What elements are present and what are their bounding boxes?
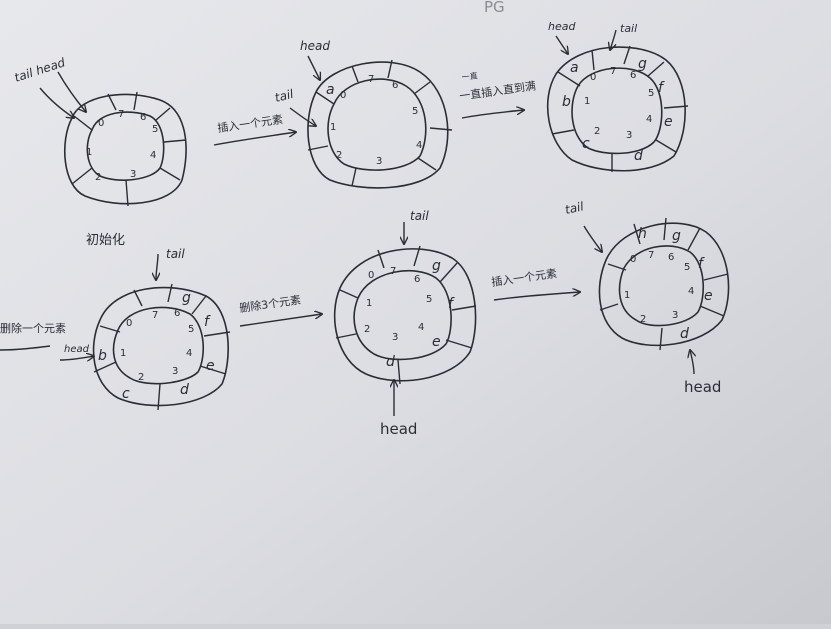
ring-5-index-5: 5: [426, 294, 432, 305]
ring-3-index-7: 7: [610, 66, 616, 77]
ring-4-element-g: g: [182, 290, 191, 306]
ring-6-element-e: e: [704, 288, 713, 304]
ring-6-index-0: 0: [630, 254, 636, 265]
ring-5-element-e: e: [432, 334, 441, 350]
ring-2-index-1: 1: [330, 122, 336, 133]
ring-5-index-3: 3: [392, 332, 398, 343]
ring-3-element-b: b: [562, 94, 571, 110]
ring-6-element-d: d: [680, 326, 689, 342]
ring-4-index-5: 5: [188, 324, 194, 335]
ring-3-element-e: e: [664, 114, 673, 130]
ring-4-index-4: 4: [186, 348, 192, 359]
ring-1-index-0: 0: [98, 118, 104, 129]
ring-3-tail-label: tail: [620, 22, 637, 35]
ring-6-index-3: 3: [672, 310, 678, 321]
ring-4-element-e: e: [206, 358, 215, 374]
ring-4-head-label: head: [64, 344, 90, 355]
ring-5-index-4: 4: [418, 322, 424, 333]
ring-6-element-h: h: [638, 226, 647, 242]
ring-6-index-1: 1: [624, 290, 630, 301]
ring-5-head-label: head: [380, 420, 417, 438]
ring-4-element-d: d: [180, 382, 189, 398]
ring-4-index-6: 6: [174, 308, 180, 319]
ring-1-index-5: 5: [152, 124, 158, 135]
ring-3-element-g: g: [638, 56, 647, 72]
ring-2-index-5: 5: [412, 106, 418, 117]
ring-2-index-2: 2: [336, 150, 342, 161]
ring-4-index-0: 0: [126, 318, 132, 329]
ring-6-element-g: g: [672, 228, 681, 244]
note-init: 初始化: [86, 233, 125, 248]
ring-5-index-0: 0: [368, 270, 374, 281]
ring-5-index-2: 2: [364, 324, 370, 335]
ring-4-index-1: 1: [120, 348, 126, 359]
ring-1-index-6: 6: [140, 112, 146, 123]
ring-3-index-5: 5: [648, 88, 654, 99]
ring-4-element-c: c: [122, 386, 130, 402]
ring-3-element-a: a: [570, 60, 579, 76]
ring-2-index-3: 3: [376, 156, 382, 167]
ring-3-head-label: head: [548, 20, 576, 33]
ring-4-index-7: 7: [152, 310, 158, 321]
ring-3-index-3: 3: [626, 130, 632, 141]
ring-5-tail-label: tail: [410, 209, 429, 223]
note-insert-full-top: 一直: [461, 70, 478, 82]
ring-6-head-label: head: [684, 378, 721, 396]
ring-4-element-b: b: [98, 348, 107, 364]
ring-5-index-7: 7: [390, 266, 396, 277]
ring-2-element-a: a: [326, 82, 335, 98]
ring-2-head-label: head: [300, 39, 330, 53]
ring-3-index-1: 1: [584, 96, 590, 107]
ring-5-index-6: 6: [414, 274, 420, 285]
ring-1-index-2: 2: [95, 172, 101, 183]
ring-6-index-4: 4: [688, 286, 694, 297]
ring-2-index-0: 0: [340, 90, 346, 101]
ring-3-element-c: c: [582, 136, 590, 152]
top-partial-text: PG: [484, 0, 505, 16]
note-delete-one: 删除一个元素: [0, 321, 66, 335]
ring-2-index-4: 4: [416, 140, 422, 151]
ring-2-index-7: 7: [368, 74, 374, 85]
ring-6-index-6: 6: [668, 252, 674, 263]
ring-6-index-5: 5: [684, 262, 690, 273]
ring-3-index-4: 4: [646, 114, 652, 125]
ring-1-index-3: 3: [130, 169, 136, 180]
ring-4-tail-label: tail: [166, 247, 185, 261]
ring-4-index-3: 3: [172, 366, 178, 377]
ring-1-index-7: 7: [118, 109, 124, 120]
ring-5-element-g: g: [432, 258, 441, 274]
ring-3-index-6: 6: [630, 70, 636, 81]
ring-3-element-d: d: [634, 148, 643, 164]
ring-5-index-1: 1: [366, 298, 372, 309]
ring-4-index-2: 2: [138, 372, 144, 383]
ring-3-index-2: 2: [594, 126, 600, 137]
ring-3-index-0: 0: [590, 72, 596, 83]
ring-2-index-6: 6: [392, 80, 398, 91]
ring-6-index-7: 7: [648, 250, 654, 261]
ring-1-index-1: 1: [86, 147, 92, 158]
ring-6-index-2: 2: [640, 314, 646, 325]
ring-5-element-d: d: [386, 354, 395, 370]
ring-1-index-4: 4: [150, 150, 156, 161]
